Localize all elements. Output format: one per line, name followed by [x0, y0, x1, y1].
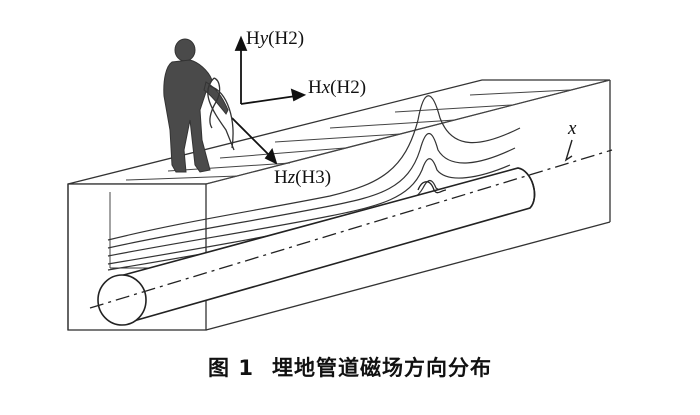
- box-bottom-front-edge: [205, 221, 611, 331]
- hx-arrow: [240, 95, 297, 105]
- caption-text: 埋地管道磁场方向分布: [271, 356, 492, 380]
- pipe-near-bump: [417, 181, 447, 194]
- hz-arrow: [231, 117, 271, 157]
- pipe-axis-line: [89, 149, 613, 309]
- field-curve-1: [107, 95, 521, 241]
- hy-label: Hy(H2): [246, 28, 304, 49]
- surveyor-icon: [163, 38, 229, 173]
- figure-caption: 图 1 埋地管道磁场方向分布: [0, 352, 700, 382]
- pipe: [97, 167, 536, 326]
- figure-number: 图 1: [208, 356, 254, 380]
- hx-label: Hx(H2): [308, 77, 366, 98]
- field-arrows: [231, 35, 307, 165]
- pipeline-magnetic-field-diagram: Hy(H2) Hx(H2) Hz(H3) x: [67, 28, 613, 331]
- field-curve-3: [107, 158, 511, 257]
- detector-cable: [207, 77, 235, 151]
- x-axis-label: x: [567, 118, 577, 139]
- pipe-far-end: [517, 167, 536, 209]
- x-axis-marker: [564, 139, 573, 162]
- hz-label: Hz(H3): [274, 167, 331, 188]
- pipe-end-cap: [97, 274, 147, 326]
- field-curve-2: [107, 132, 516, 249]
- surface-grid: [125, 79, 611, 185]
